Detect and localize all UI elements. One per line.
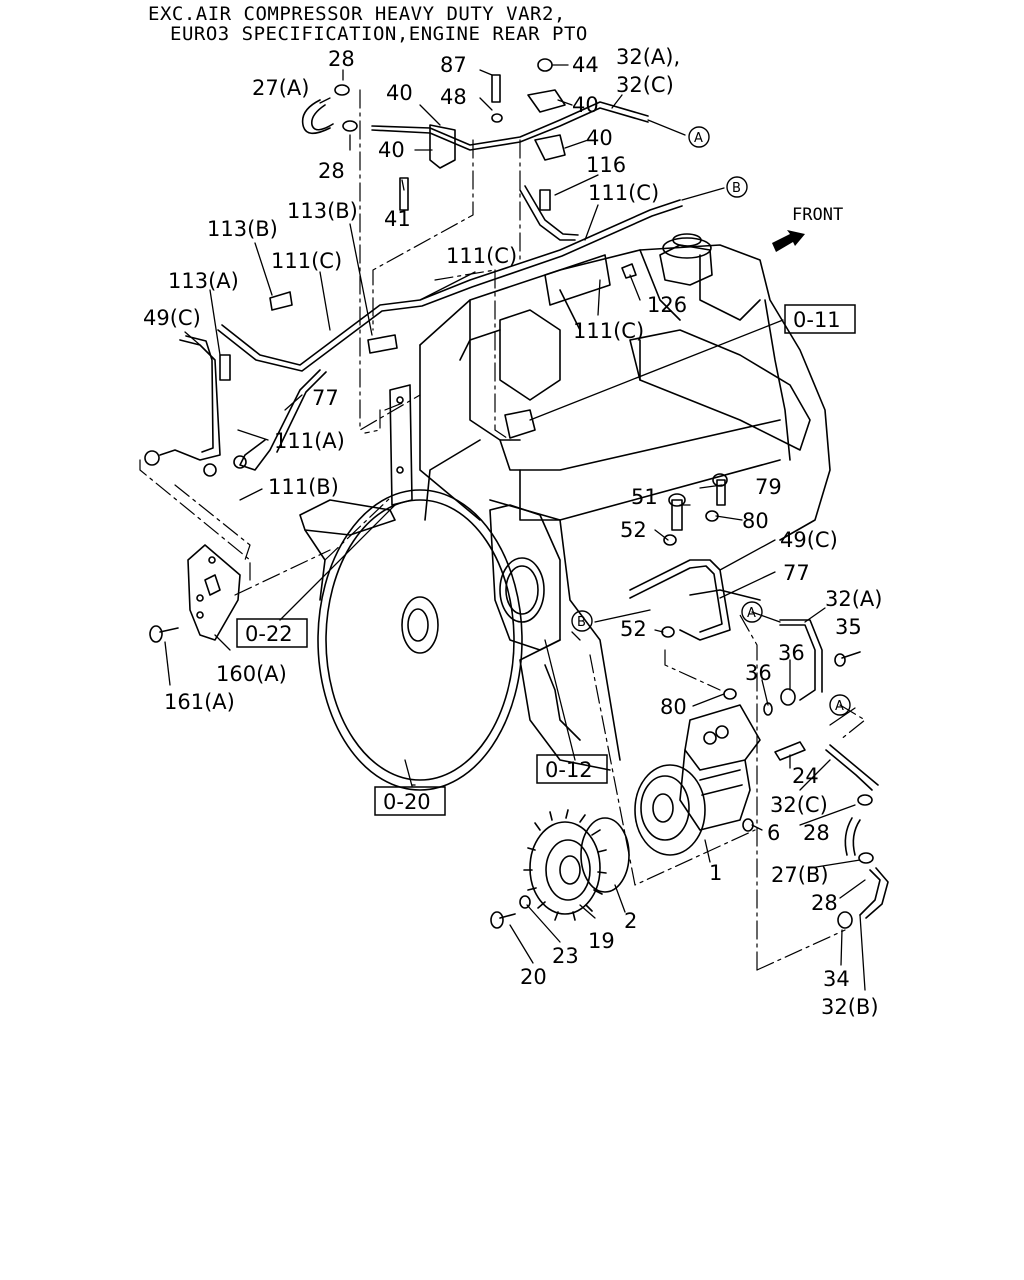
callout-label: 27(A) — [252, 76, 309, 100]
callout-label: 87 — [440, 53, 467, 77]
callout-label: 35 — [835, 615, 862, 639]
callout-label: 113(A) — [168, 269, 239, 293]
connector-b-2 — [571, 610, 593, 632]
callout-label: 27(B) — [771, 863, 829, 887]
callout-label: 44 — [572, 53, 599, 77]
callout-label: 48 — [440, 85, 467, 109]
engine-block — [419, 233, 831, 771]
callout-label: 52 — [620, 518, 647, 542]
connector-letter-b-1: B — [732, 181, 741, 196]
callout-label: 23 — [552, 944, 579, 968]
connector-letter-a-3: A — [835, 699, 844, 714]
callout-label: 51 — [631, 485, 658, 509]
callout-label: 111(C) — [573, 319, 644, 343]
connector-markers — [571, 126, 851, 716]
air-compressor — [634, 704, 761, 856]
callout-label: 111(C) — [588, 181, 659, 205]
callout-label: 126 — [647, 293, 687, 317]
callout-label: 111(B) — [268, 475, 339, 499]
ref-box-0-12 — [536, 754, 608, 784]
ref-box-label-0-22: 0-22 — [245, 622, 293, 646]
connector-a-1 — [688, 126, 710, 148]
ref-box-0-22 — [236, 618, 308, 648]
callout-label: 36 — [778, 641, 805, 665]
callout-label: 28 — [811, 891, 838, 915]
callout-label: 20 — [520, 965, 547, 989]
flywheel-housing — [299, 489, 561, 791]
diagram-title: EXC.AIR COMPRESSOR HEAVY DUTY VAR2,EURO3… — [148, 4, 588, 44]
connector-letters: A B B A A — [577, 131, 844, 714]
callout-label: 52 — [620, 617, 647, 641]
ref-box-label-0-20: 0-20 — [383, 790, 431, 814]
callout-label: 77 — [312, 386, 339, 410]
callout-label: 40 — [386, 81, 413, 105]
callout-label: 111(C) — [446, 244, 517, 268]
callout-label: 77 — [783, 561, 810, 585]
ref-box-0-11 — [784, 304, 856, 334]
callout-label: 34 — [823, 967, 850, 991]
callout-label: 111(A) — [274, 429, 345, 453]
callout-label: 24 — [792, 764, 819, 788]
ref-box-label-0-12: 0-12 — [545, 758, 593, 782]
front-direction-arrow: FRONT — [772, 205, 843, 252]
callout-label: 32(B) — [821, 995, 879, 1019]
connector-b-1 — [726, 176, 748, 198]
callout-label: 40 — [572, 93, 599, 117]
callout-label: 28 — [318, 159, 345, 183]
connector-letter-a-2: A — [747, 606, 756, 621]
bracket-160a — [149, 544, 241, 643]
callout-label: 28 — [803, 821, 830, 845]
callout-label: 2 — [624, 909, 637, 933]
callout-label: 19 — [588, 929, 615, 953]
callout-label: 32(C) — [770, 793, 828, 817]
callout-label: 40 — [586, 126, 613, 150]
callout-label: 80 — [660, 695, 687, 719]
callout-label: 49(C) — [143, 306, 201, 330]
leader-lines — [164, 64, 866, 991]
callout-label: 41 — [384, 207, 411, 231]
callout-label: 113(B) — [207, 217, 278, 241]
front-label: FRONT — [792, 205, 843, 225]
callout-label: 32(C) — [616, 73, 674, 97]
drive-gear — [490, 809, 630, 929]
reference-lines — [139, 89, 866, 971]
title-line-2: EURO3 SPECIFICATION,ENGINE REAR PTO — [170, 23, 588, 45]
connector-letter-a-1: A — [694, 131, 703, 146]
callout-label: 113(B) — [287, 199, 358, 223]
callout-label: 49(C) — [780, 528, 838, 552]
callout-label: 32(A), — [616, 45, 680, 69]
ref-box-0-20 — [374, 786, 446, 816]
callout-label: 32(A) — [825, 587, 882, 611]
connector-letter-b-2: B — [577, 615, 586, 630]
callout-label: 111(C) — [271, 249, 342, 273]
callout-label: 116 — [586, 153, 626, 177]
callout-label: 28 — [328, 47, 355, 71]
callout-label: 40 — [378, 138, 405, 162]
reference-boxes: 0-11 0-22 0-12 0-20 — [236, 304, 856, 816]
callout-label: 6 — [767, 821, 780, 845]
connector-a-3 — [829, 694, 851, 716]
ref-box-label-0-11: 0-11 — [793, 308, 841, 332]
callout-label: 161(A) — [164, 690, 235, 714]
connector-a-2 — [741, 601, 763, 623]
callout-label: 1 — [709, 861, 722, 885]
title-line-1: EXC.AIR COMPRESSOR HEAVY DUTY VAR2, — [148, 3, 566, 25]
callout-label: 80 — [742, 509, 769, 533]
part-callouts: 28 27(A) 28 40 40 41 87 48 44 40 40 32(A… — [143, 45, 882, 1019]
callout-label: 160(A) — [216, 662, 287, 686]
callout-label: 79 — [755, 475, 782, 499]
callout-label: 36 — [745, 661, 772, 685]
